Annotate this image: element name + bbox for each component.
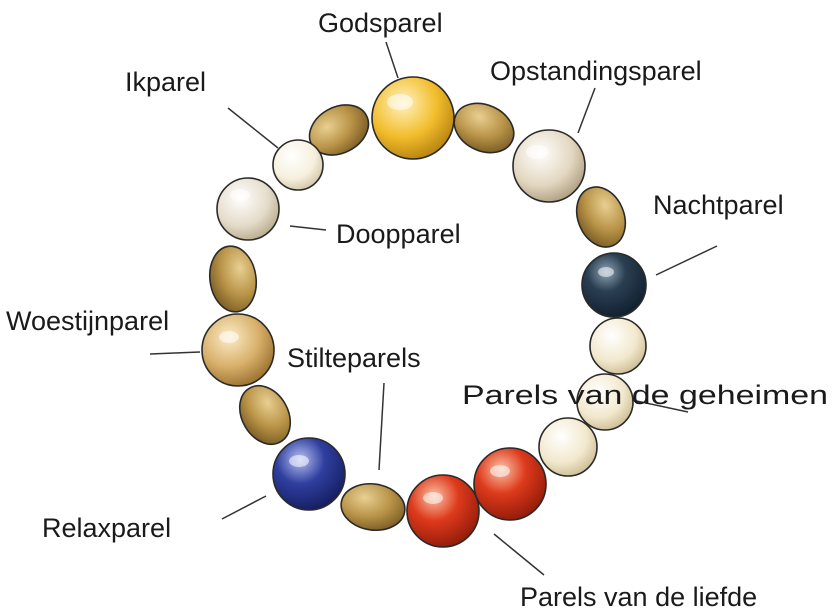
labels: Godsparel Opstandingsparel Ikparel Nacht… [6,8,828,612]
label-woestijnparel: Woestijnparel [6,306,169,336]
stilte-bead [575,186,627,248]
highlight [490,465,510,477]
leader-line-geheimen [631,399,689,413]
label-opstandingsparel: Opstandingsparel [490,56,702,86]
highlight [598,267,614,277]
stilte-bead [208,245,258,313]
leader-line-ikparel [227,107,279,149]
stilte-bead [340,482,406,532]
highlight [230,189,250,201]
highlight [219,331,239,343]
label-geheimen: Parels van de geheimen [462,380,828,410]
woestijn-pearl [201,313,275,387]
highlight [387,94,413,110]
stilte-bead [238,384,292,446]
gods-pearl [371,76,455,160]
opstandings-pearl [512,129,586,203]
leader-line-stilteparels [378,382,385,471]
leader-line-opstandingsparel [577,87,596,134]
highlight [423,492,443,504]
leader-line-godsparel [385,41,399,79]
leader-line-relaxparel [221,495,267,520]
leader-lines [149,41,718,576]
highlight [289,455,309,467]
leader-line-doopparel [289,225,327,231]
nacht-pearl [581,252,647,318]
leader-line-liefde [493,533,545,576]
pearl-highlights [219,94,614,504]
ik-pearl [272,139,324,191]
label-liefde: Parels van de liefde [520,582,757,612]
geheimen-pearl [538,417,598,477]
pearls [201,76,647,548]
highlight [526,145,548,159]
leader-line-nachtparel [655,245,718,276]
liefde-pearl [473,447,547,521]
label-stilteparels: Stilteparels [287,343,421,373]
doop-pearl [216,177,280,241]
stilte-bead [453,102,515,154]
relax-pearl [272,437,346,511]
label-ikparel: Ikparel [125,67,206,97]
geheimen-pearl [589,317,647,375]
geheimen-pearl [576,373,634,431]
label-godsparel: Godsparel [318,8,443,38]
label-doopparel: Doopparel [336,219,461,249]
liefde-pearl [406,474,480,548]
label-relaxparel: Relaxparel [42,513,171,543]
leader-line-woestijnparel [149,351,201,355]
label-nachtparel: Nachtparel [653,190,784,220]
stilte-beads [208,102,627,532]
